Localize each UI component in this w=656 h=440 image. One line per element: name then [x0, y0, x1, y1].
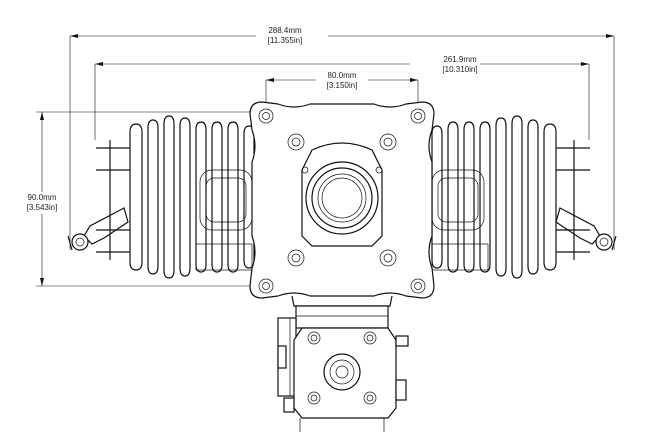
dimension-overall-width: 288.4mm [11.355in]: [69, 26, 615, 250]
right-cylinder: [431, 115, 617, 279]
rear-housing: [277, 295, 409, 432]
left-cylinder: [67, 115, 255, 279]
height-in: [3.543in]: [27, 203, 58, 212]
head-span-mm: 261.9mm: [443, 55, 477, 64]
overall-width-in: [11.355in]: [268, 36, 303, 45]
mounting-plate: [249, 101, 435, 299]
mount-spacing-mm: 80.0mm: [328, 71, 357, 80]
head-span-in: [10.310in]: [442, 65, 477, 74]
height-mm: 90.0mm: [28, 193, 57, 202]
mount-spacing-in: [3.150in]: [327, 81, 358, 90]
dimension-height: 90.0mm [3.543in]: [20, 111, 250, 287]
overall-width-mm: 288.4mm: [268, 26, 302, 35]
dimension-head-span: 261.9mm [10.310in]: [94, 55, 590, 140]
